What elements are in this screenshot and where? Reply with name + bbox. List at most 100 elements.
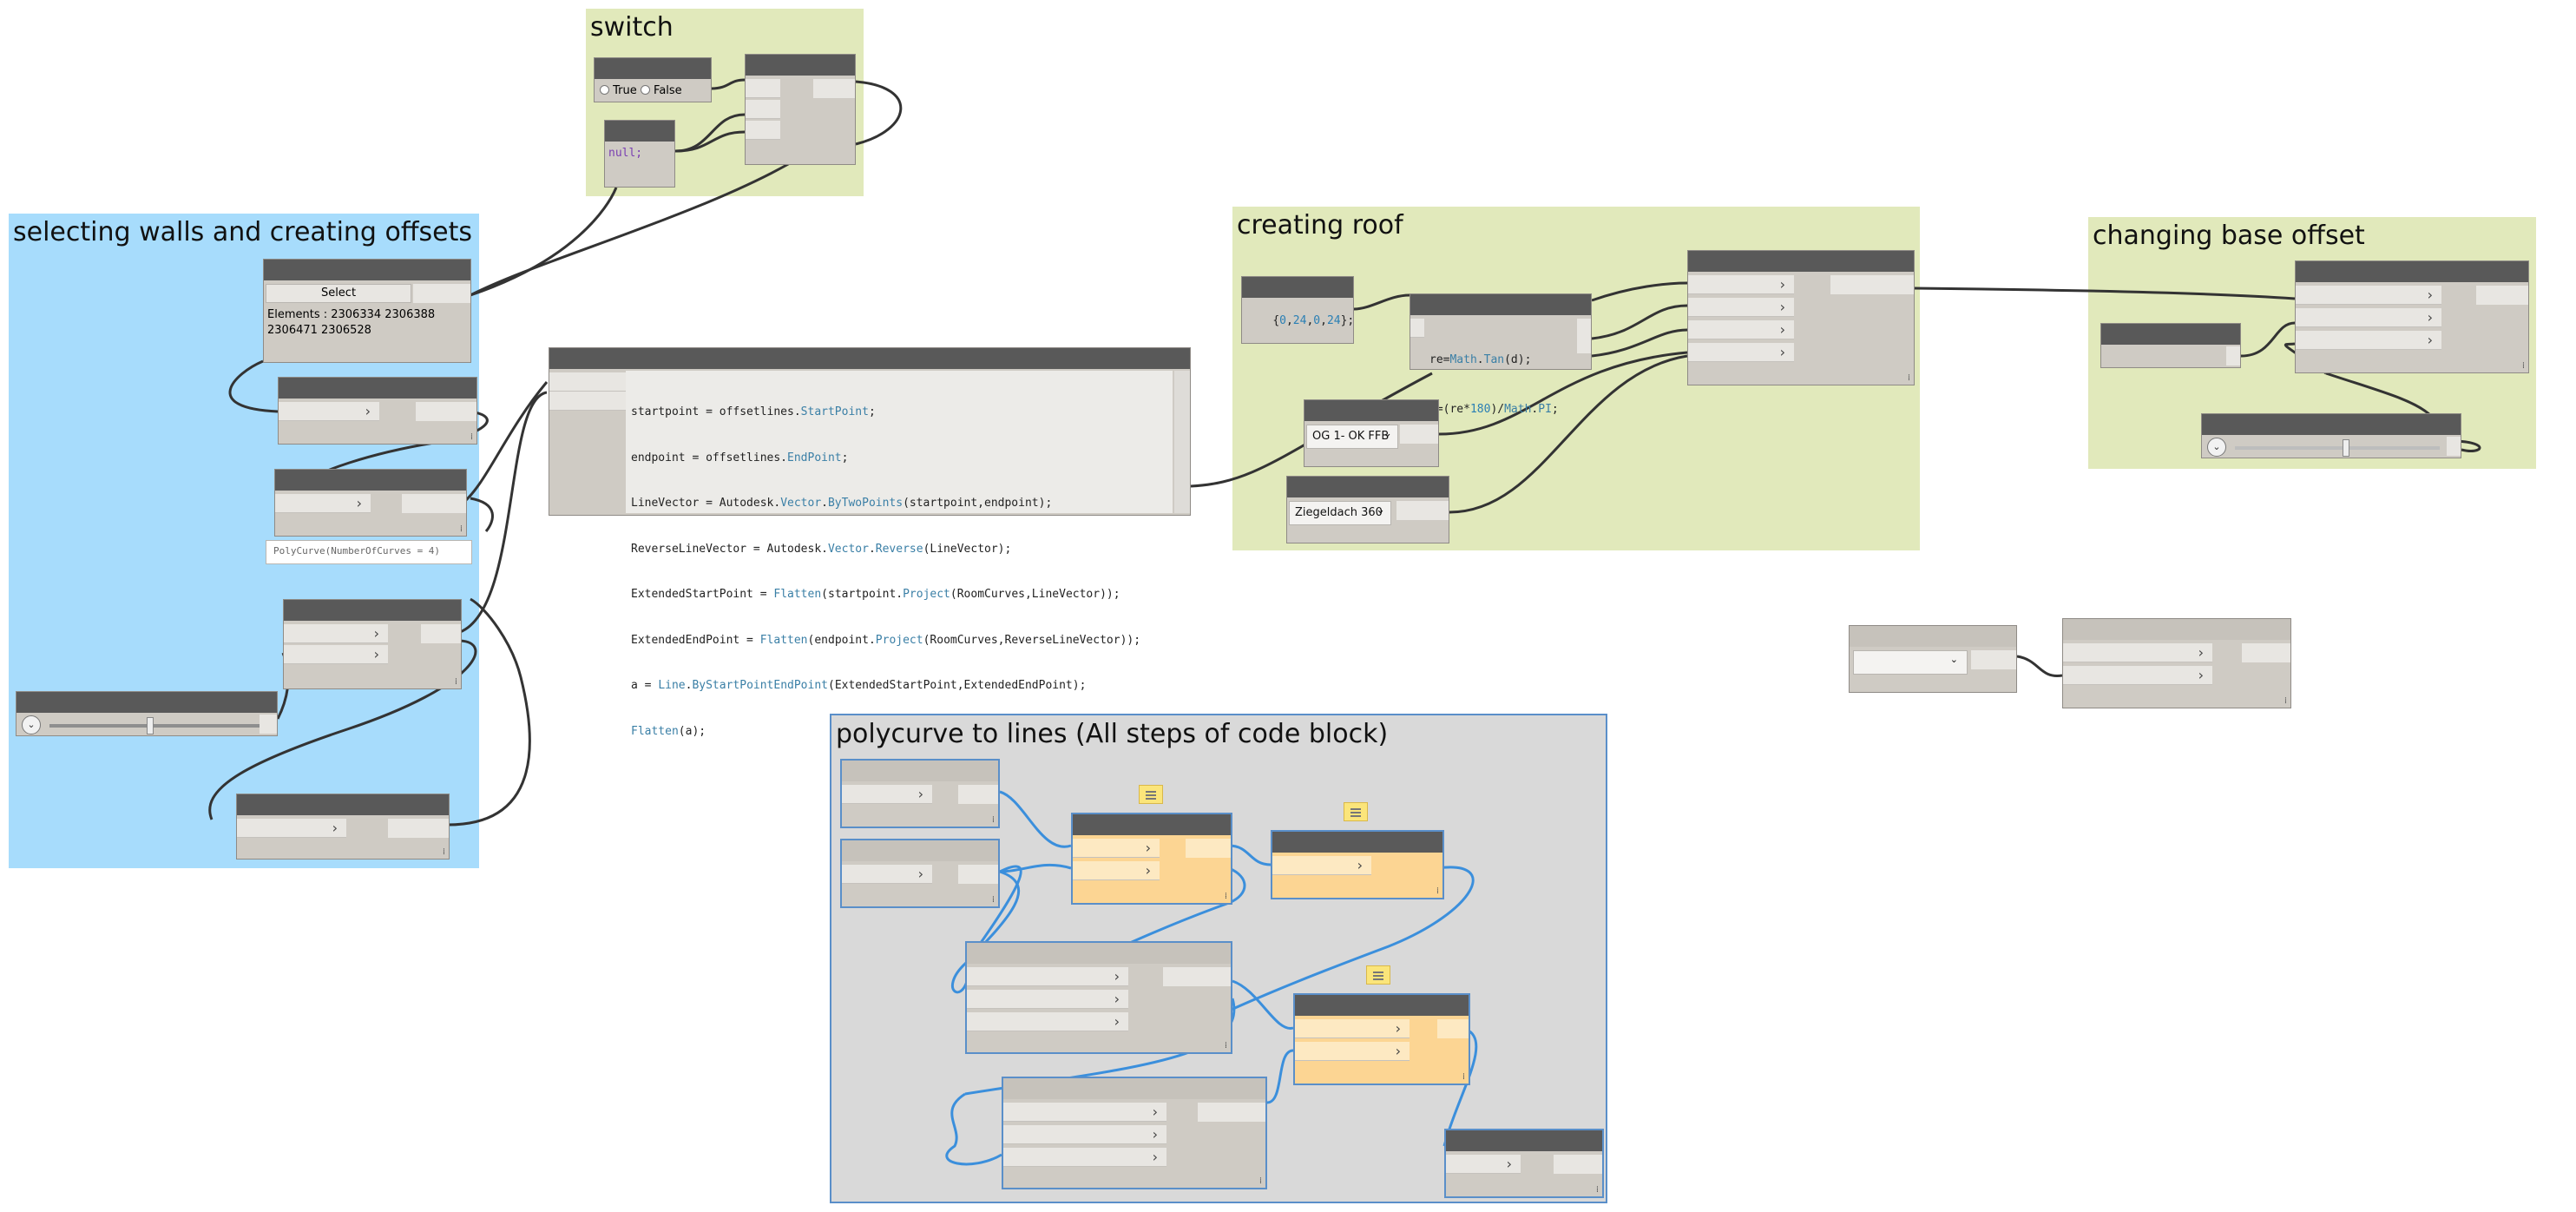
input-port[interactable]: › (1688, 343, 1794, 362)
output-port[interactable] (1971, 650, 2016, 669)
list-node[interactable]: › ⁞ (236, 794, 450, 860)
code-line-5[interactable]: ExtendedStartPoint = Flatten(startpoint.… (631, 588, 1120, 601)
slider-track[interactable] (49, 724, 273, 728)
roof-types-dropdown-node[interactable]: Ziegeldach 360 ⌄ (1286, 476, 1449, 543)
boolean-node[interactable]: True False (594, 57, 712, 102)
lacing-icon[interactable]: ⁞ (991, 895, 995, 905)
node-header[interactable] (2101, 324, 2240, 345)
input-port[interactable] (746, 121, 780, 140)
node-header[interactable] (1272, 832, 1442, 853)
poly-bottom-node[interactable]: › › › ⁞ (1002, 1077, 1267, 1189)
input-port[interactable]: › (1073, 861, 1160, 880)
input-port[interactable]: › (842, 865, 932, 884)
poly-selected-node-1[interactable]: › › ⁞ (1071, 813, 1232, 905)
code-line-3[interactable]: LineVector = Autodesk.Vector.ByTwoPoints… (631, 497, 1053, 510)
node-header[interactable] (1446, 1130, 1602, 1151)
output-port[interactable] (1396, 501, 1449, 520)
input-port[interactable]: › (275, 494, 371, 513)
poly-input-node-1[interactable]: › ⁞ (840, 759, 1000, 828)
code-line-2[interactable]: endpoint = offsetlines.EndPoint; (631, 451, 849, 464)
expand-slider-icon[interactable]: ⌄ (22, 715, 41, 734)
slider-track[interactable] (2235, 446, 2440, 450)
input-port[interactable]: › (1688, 320, 1794, 339)
null-code[interactable]: null; (608, 147, 643, 160)
node-header[interactable] (1410, 294, 1591, 315)
node-header[interactable] (1242, 277, 1353, 298)
select-button[interactable]: Select (266, 284, 411, 303)
input-port[interactable]: › (237, 819, 346, 838)
node-header[interactable] (1850, 626, 2016, 647)
input-port[interactable]: › (1003, 1125, 1166, 1144)
output-port[interactable] (413, 284, 470, 303)
lacing-icon[interactable]: ⁞ (1462, 1072, 1465, 1082)
input-port[interactable]: › (1688, 275, 1794, 294)
lacing-icon[interactable]: ⁞ (442, 847, 445, 857)
empty-dropdown[interactable]: ⌄ (1853, 650, 1968, 675)
slider-thumb[interactable] (147, 717, 154, 734)
output-port[interactable] (2226, 346, 2240, 366)
output-port[interactable] (1554, 1155, 1602, 1174)
output-port[interactable] (813, 79, 855, 98)
list-code-block[interactable]: {0,24,0,24}; (1241, 276, 1354, 344)
node-header[interactable] (1287, 477, 1449, 497)
input-port[interactable]: › (2296, 331, 2441, 350)
node-header[interactable] (1304, 400, 1438, 421)
node-header[interactable] (842, 840, 998, 861)
standalone-function-node[interactable]: › › ⁞ (2062, 618, 2291, 708)
poly-output-node[interactable]: › ⁞ (1444, 1129, 1604, 1198)
parameter-name-node[interactable] (2100, 323, 2241, 368)
output-port[interactable] (1577, 319, 1591, 353)
select-elements-node[interactable]: Select Elements : 2306334 2306388 230647… (263, 259, 471, 363)
formula-line-1[interactable]: re=Math.Tan(d); (1429, 353, 1532, 366)
output-ports-column[interactable] (1174, 371, 1190, 513)
note-icon[interactable] (1344, 802, 1368, 821)
node-header[interactable] (967, 943, 1231, 964)
node-header[interactable] (284, 600, 461, 621)
radio-true-label[interactable]: True (613, 84, 637, 97)
lacing-icon[interactable]: ⁞ (454, 677, 457, 687)
formula-line-2[interactable]: m=(re*180)/Math.PI; (1429, 403, 1559, 416)
node-header[interactable] (237, 794, 449, 815)
formula-code[interactable]: re=Math.Tan(d); m=(re*180)/Math.PI; (1429, 319, 1559, 451)
code-line-1[interactable]: startpoint = offsetlines.StartPoint; (631, 405, 876, 418)
input-port[interactable]: › (1295, 1042, 1410, 1061)
lacing-icon[interactable]: ⁞ (1436, 886, 1439, 896)
output-port[interactable] (1830, 275, 1914, 294)
input-port[interactable]: › (2296, 286, 2441, 305)
offset-slider-node[interactable]: ⌄ (2201, 413, 2461, 458)
formula-code-block[interactable]: re=Math.Tan(d); m=(re*180)/Math.PI; (1410, 293, 1592, 416)
input-port[interactable]: › (967, 990, 1128, 1009)
input-port[interactable]: › (1446, 1155, 1521, 1174)
node-header[interactable] (2296, 261, 2528, 282)
code-block-node[interactable]: startpoint = offsetlines.StartPoint; end… (549, 347, 1191, 738)
note-icon[interactable] (1139, 785, 1163, 804)
input-port-roomcurves[interactable] (549, 392, 626, 411)
lacing-icon[interactable]: ⁞ (470, 432, 473, 442)
node-header[interactable] (2202, 414, 2461, 435)
node-header[interactable] (279, 378, 476, 399)
output-port[interactable] (416, 402, 476, 421)
input-port[interactable]: › (842, 785, 932, 804)
output-port[interactable] (958, 865, 998, 884)
input-port[interactable]: › (2063, 666, 2212, 685)
input-port[interactable]: › (279, 402, 379, 421)
lacing-icon[interactable]: ⁞ (459, 524, 463, 534)
curve-offset-node[interactable]: › › ⁞ (283, 599, 462, 689)
poly-selected-node-2[interactable]: › ⁞ (1271, 830, 1444, 899)
input-port[interactable]: › (2296, 308, 2441, 327)
input-port[interactable]: › (1003, 1103, 1166, 1122)
code-editor[interactable]: startpoint = offsetlines.StartPoint; end… (626, 371, 1173, 738)
lacing-icon[interactable]: ⁞ (1907, 373, 1910, 383)
if-node[interactable] (745, 54, 856, 165)
input-port[interactable]: › (967, 967, 1128, 986)
note-icon[interactable] (1366, 965, 1390, 985)
output-port[interactable] (1163, 967, 1231, 986)
input-port[interactable] (1410, 319, 1424, 338)
standalone-dropdown-node[interactable]: ⌄ (1849, 625, 2017, 693)
levels-dropdown-node[interactable]: OG 1- OK FFB ⌄ (1304, 399, 1439, 467)
output-port[interactable] (2476, 286, 2528, 305)
lacing-icon[interactable]: ⁞ (1258, 1176, 1262, 1186)
roof-by-outline-node[interactable]: › › › › ⁞ (1687, 250, 1915, 385)
input-port[interactable]: › (1073, 839, 1160, 858)
node-header[interactable] (595, 58, 711, 79)
